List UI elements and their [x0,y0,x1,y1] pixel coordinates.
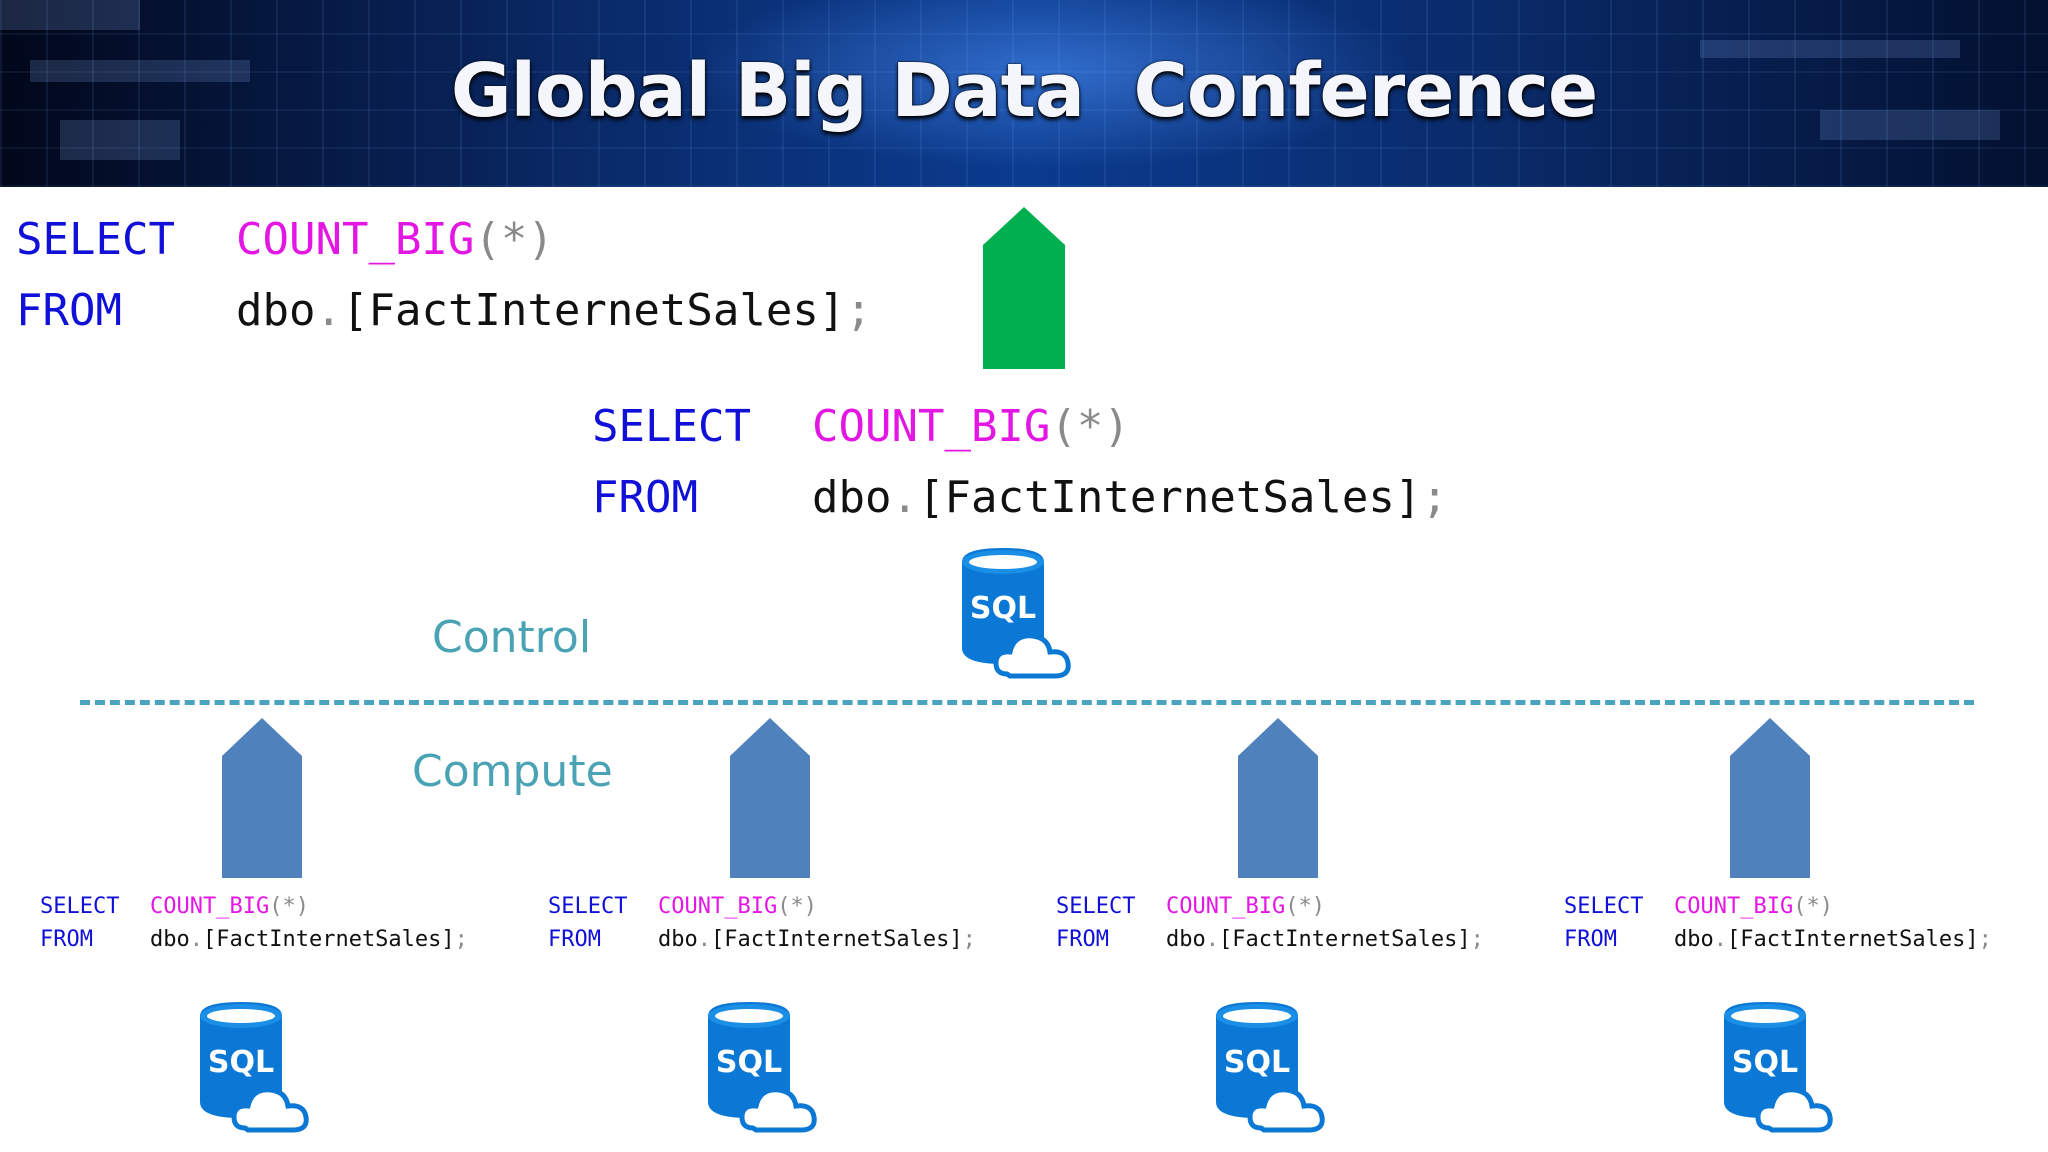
dot: . [315,285,342,336]
from-keyword: FROM [1564,927,1617,952]
compute-arrow-icon [1730,718,1810,878]
dot: . [697,927,711,952]
close-paren: ) [1103,401,1130,452]
dot: . [891,472,918,523]
banner-decoration [1820,110,2000,140]
table-name: [FactInternetSales] [1727,927,1979,952]
semicolon: ; [845,285,872,336]
banner-grid-pattern [0,0,2048,187]
open-paren: ( [1793,894,1807,919]
star: * [1076,401,1104,452]
compute-sql-database-icon: SQL [1216,1002,1325,1133]
semicolon: ; [1978,927,1992,952]
count-big-function: COUNT_BIG [236,214,475,265]
compute-arrow-icon [730,718,810,878]
sql-label: SQL [1732,1045,1798,1080]
table-name: [FactInternetSales] [1219,927,1471,952]
select-keyword: SELECT [1564,894,1644,919]
compute-query: SELECT COUNT_BIG(*) FROM dbo.[FactIntern… [1056,896,1484,1006]
result-arrow-icon [983,207,1065,369]
count-big-function: COUNT_BIG [1674,894,1794,919]
table-name: [FactInternetSales] [711,927,963,952]
semicolon: ; [962,927,976,952]
open-paren: ( [777,894,791,919]
select-keyword: SELECT [548,894,628,919]
schema-name: dbo [236,285,316,336]
compute-sql-database-icon: SQL [708,1002,817,1133]
table-name: [FactInternetSales] [341,285,846,336]
open-paren: ( [269,894,283,919]
banner-decoration [60,120,180,160]
compute-arrow-icon [1238,718,1318,878]
open-paren: ( [1050,401,1077,452]
count-big-function: COUNT_BIG [150,894,270,919]
star: * [500,214,528,265]
schema-name: dbo [658,927,698,952]
compute-query: SELECT COUNT_BIG(*) FROM dbo.[FactIntern… [40,896,468,1006]
control-label: Control [432,612,592,663]
close-paren: ) [295,894,309,919]
schema-name: dbo [150,927,190,952]
banner-decoration [1700,40,1960,58]
sql-label: SQL [1224,1045,1290,1080]
schema-name: dbo [812,472,892,523]
select-keyword: SELECT [1056,894,1136,919]
banner-decoration [0,0,140,30]
from-keyword: FROM [592,472,698,523]
close-paren: ) [803,894,817,919]
semicolon: ; [1421,472,1448,523]
semicolon: ; [1470,927,1484,952]
sql-label: SQL [716,1045,782,1080]
select-keyword: SELECT [592,401,751,452]
dot: . [1205,927,1219,952]
star: * [1806,894,1820,919]
dot: . [1713,927,1727,952]
table-name: [FactInternetSales] [203,927,455,952]
compute-query: SELECT COUNT_BIG(*) FROM dbo.[FactIntern… [548,896,976,1006]
schema-name: dbo [1674,927,1714,952]
star: * [282,894,296,919]
from-keyword: FROM [40,927,93,952]
compute-arrow-icon [222,718,302,878]
open-paren: ( [1285,894,1299,919]
open-paren: ( [474,214,501,265]
compute-label: Compute [412,746,613,797]
from-keyword: FROM [16,285,122,336]
control-query: SELECT COUNT_BIG(*) FROM dbo.[FactIntern… [592,405,1448,625]
control-sql-database-icon: SQL [962,548,1071,679]
table-name: [FactInternetSales] [917,472,1422,523]
close-paren: ) [527,214,554,265]
count-big-function: COUNT_BIG [658,894,778,919]
semicolon: ; [454,927,468,952]
select-keyword: SELECT [16,214,175,265]
conference-banner: Global Big Data Conference [0,0,2048,187]
dot: . [189,927,203,952]
close-paren: ) [1819,894,1833,919]
banner-title: Global Big Data Conference [450,48,1598,134]
banner-decoration [30,60,250,82]
count-big-function: COUNT_BIG [812,401,1051,452]
star: * [1298,894,1312,919]
from-keyword: FROM [1056,927,1109,952]
compute-sql-database-icon: SQL [200,1002,309,1133]
control-compute-divider [80,700,1974,705]
compute-query: SELECT COUNT_BIG(*) FROM dbo.[FactIntern… [1564,896,1992,1006]
result-query: SELECT COUNT_BIG(*) FROM dbo.[FactIntern… [16,218,872,438]
close-paren: ) [1311,894,1325,919]
sql-label: SQL [970,591,1036,626]
star: * [790,894,804,919]
schema-name: dbo [1166,927,1206,952]
count-big-function: COUNT_BIG [1166,894,1286,919]
select-keyword: SELECT [40,894,120,919]
from-keyword: FROM [548,927,601,952]
sql-label: SQL [208,1045,274,1080]
compute-sql-database-icon: SQL [1724,1002,1833,1133]
